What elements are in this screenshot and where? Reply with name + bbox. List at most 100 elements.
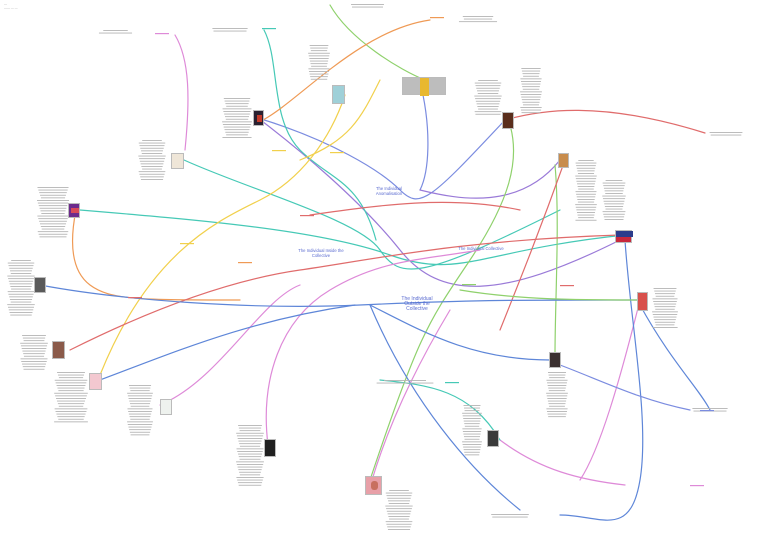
- artwork-image-portrait[interactable]: [52, 341, 65, 359]
- note-text-block: [462, 405, 482, 456]
- connection-line: [369, 124, 515, 481]
- connection-tag[interactable]: [700, 410, 714, 412]
- artwork-image-cyan-cover[interactable]: [332, 85, 345, 104]
- board-title-line2: —— — —: [4, 6, 18, 10]
- connection-line: [579, 299, 641, 481]
- artwork-image-purple-band: [71, 208, 79, 213]
- note-text-block: [212, 28, 248, 32]
- note-text-block: [54, 372, 88, 423]
- note-text-block: [222, 98, 252, 138]
- hub-label-anomalisation[interactable]: The Individual Anomalisation: [375, 186, 403, 196]
- connection-tag[interactable]: [262, 28, 276, 30]
- connection-tag[interactable]: [155, 33, 169, 35]
- connection-tag[interactable]: [300, 215, 314, 217]
- connection-line: [99, 94, 346, 376]
- note-text-block: [351, 4, 384, 8]
- artwork-image-red-poster[interactable]: [637, 292, 648, 311]
- note-text-block: [308, 45, 330, 80]
- note-text-block: [138, 140, 166, 180]
- connection-line: [559, 364, 691, 411]
- note-text-block: [575, 160, 597, 221]
- artwork-image-banner[interactable]: [402, 77, 446, 96]
- note-text-block: [20, 335, 48, 370]
- artwork-image-dark-red-figure: [257, 115, 262, 122]
- artwork-image-grey-grid[interactable]: [34, 277, 46, 293]
- connection-line: [71, 209, 241, 301]
- note-text-block: [376, 380, 434, 384]
- artwork-image-white-page[interactable]: [160, 399, 172, 415]
- connection-line: [69, 234, 621, 351]
- board-title: — —— — —: [4, 2, 18, 10]
- note-text-block: [709, 132, 743, 136]
- connection-line: [459, 289, 641, 301]
- connection-line: [265, 249, 481, 446]
- hub-label-outside-collective[interactable]: The Individual Outside the Collective: [401, 296, 433, 312]
- note-text-block: [37, 187, 69, 238]
- connection-line: [499, 159, 566, 331]
- note-text-block: [385, 490, 413, 530]
- connection-line: [183, 159, 561, 270]
- note-text-block: [546, 372, 568, 418]
- note-text-block: [458, 16, 498, 23]
- connection-line: [309, 201, 521, 216]
- connection-line: [257, 117, 506, 200]
- artwork-image-purple[interactable]: [68, 203, 80, 218]
- artwork-image-pink[interactable]: [89, 373, 102, 390]
- note-text-block: [602, 180, 626, 220]
- note-text-block: [236, 425, 264, 486]
- note-text-block: [98, 30, 133, 34]
- note-text-block: [652, 288, 678, 328]
- connection-line: [504, 109, 706, 134]
- connection-tag[interactable]: [330, 152, 344, 154]
- connection-line: [639, 304, 711, 411]
- connection-line: [263, 29, 377, 241]
- connection-line: [369, 304, 521, 511]
- artwork-image-flag-top: [616, 231, 633, 237]
- connection-tag[interactable]: [180, 243, 194, 245]
- connection-tag[interactable]: [430, 17, 444, 19]
- connection-line: [79, 209, 626, 266]
- connection-line: [499, 439, 626, 486]
- connection-tag[interactable]: [128, 297, 142, 299]
- artwork-image-grey-photo[interactable]: [487, 430, 499, 447]
- connection-tag[interactable]: [690, 485, 704, 487]
- connection-line: [419, 159, 561, 199]
- connection-line: [174, 34, 189, 151]
- connection-tag[interactable]: [445, 382, 459, 384]
- note-text-block: [127, 385, 153, 436]
- connection-line: [419, 94, 429, 191]
- hub-label-collective[interactable]: The Individual Collective: [458, 246, 504, 251]
- artwork-image-pink-portrait-face: [371, 481, 378, 490]
- artwork-image-dark-red[interactable]: [253, 110, 264, 126]
- connection-line: [99, 304, 356, 381]
- connection-line: [39, 284, 641, 307]
- connection-line: [159, 284, 301, 406]
- connection-line: [299, 79, 381, 161]
- note-text-block: [474, 80, 502, 115]
- board-title-line1: —: [4, 2, 7, 6]
- artwork-image-pink-portrait[interactable]: [365, 476, 382, 495]
- note-text-block: [491, 514, 529, 518]
- artwork-image-ochre[interactable]: [558, 153, 569, 168]
- artwork-image-banner-center: [420, 78, 429, 96]
- artwork-image-dark-portrait[interactable]: [549, 352, 561, 368]
- artwork-image-brown[interactable]: [502, 112, 514, 129]
- connection-tag[interactable]: [238, 262, 252, 264]
- connection-line: [379, 379, 501, 441]
- connection-line: [554, 164, 558, 356]
- artwork-image-flag[interactable]: [615, 230, 633, 243]
- note-text-block: [520, 68, 542, 114]
- connection-line: [371, 309, 451, 481]
- connection-tag[interactable]: [560, 285, 574, 287]
- connection-tag[interactable]: [272, 150, 286, 152]
- connection-line: [262, 19, 431, 121]
- hub-label-inside-collective[interactable]: The Individual Inside the Collective: [298, 248, 344, 258]
- connection-line: [369, 304, 551, 361]
- connection-tag[interactable]: [462, 284, 476, 286]
- connection-line: [329, 4, 426, 81]
- artwork-image-pale[interactable]: [171, 153, 184, 169]
- note-text-block: [7, 260, 35, 316]
- artwork-image-black-white[interactable]: [264, 439, 276, 457]
- connection-line: [559, 239, 644, 521]
